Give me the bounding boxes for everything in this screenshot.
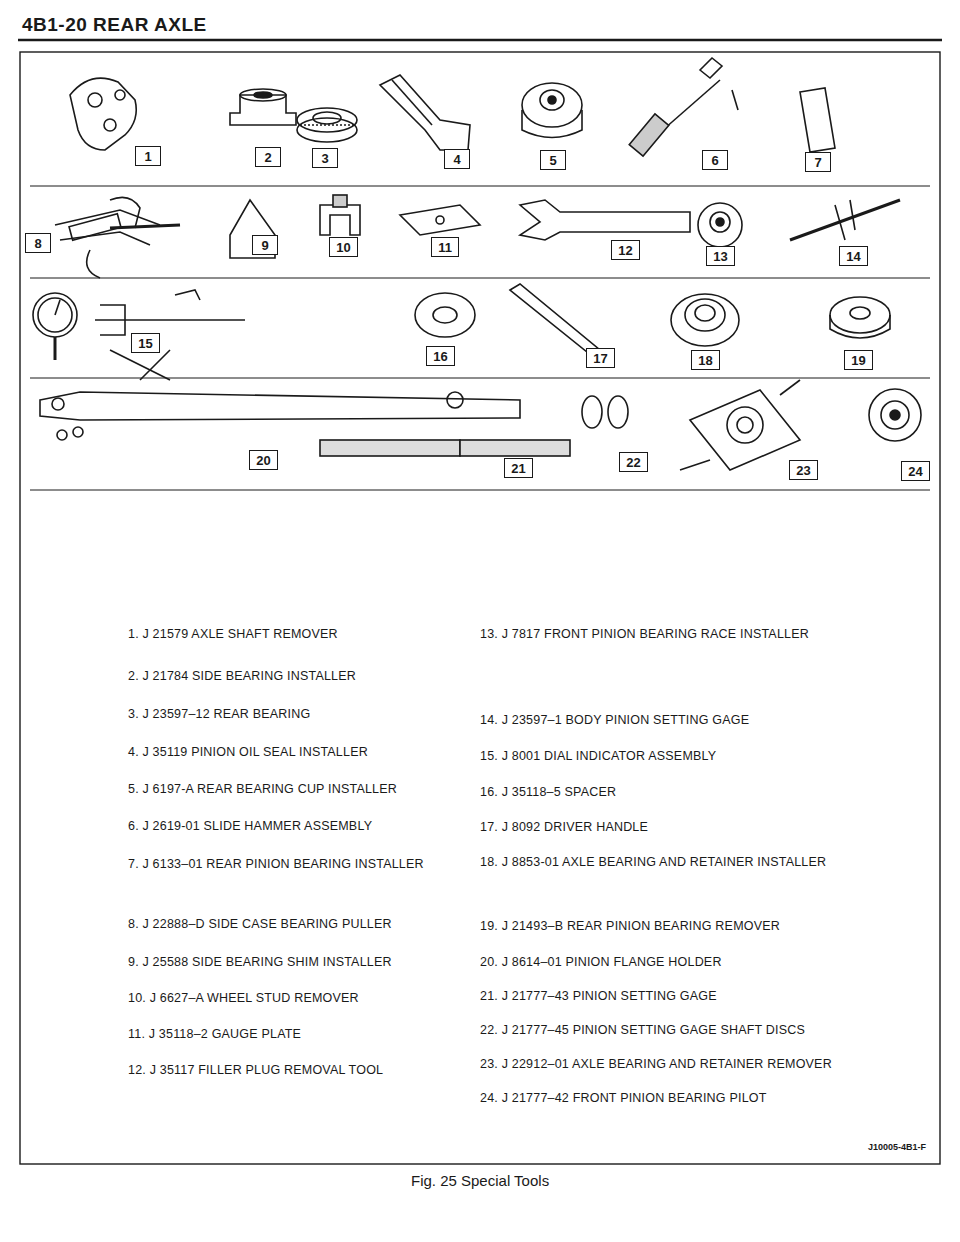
callout-number: 9 [258, 239, 271, 252]
callout-number: 23 [793, 464, 813, 477]
callout-box: 12 [611, 240, 640, 260]
callout-number: 14 [843, 250, 863, 263]
callout-box: 14 [839, 246, 868, 266]
callout-number: 15 [135, 337, 155, 350]
tool-list-item: 19. J 21493–B REAR PINION BEARING REMOVE… [480, 918, 924, 934]
tool-list-item: 22. J 21777–45 PINION SETTING GAGE SHAFT… [480, 1022, 924, 1038]
callout-number: 12 [615, 244, 635, 257]
callout-number: 5 [546, 154, 559, 167]
callout-number: 6 [708, 154, 721, 167]
callout-box: 15 [131, 333, 160, 353]
callout-number: 19 [848, 354, 868, 367]
callout-box: 11 [431, 237, 459, 257]
callout-box: 20 [249, 450, 278, 470]
tool-list-item: 18. J 8853-01 AXLE BEARING AND RETAINER … [480, 854, 884, 870]
callout-box: 18 [691, 350, 720, 370]
figure-caption: Fig. 25 Special Tools [411, 1172, 549, 1189]
callout-number: 2 [261, 151, 274, 164]
tool-list-item: 10. J 6627–A WHEEL STUD REMOVER [128, 990, 452, 1006]
callout-box: 22 [619, 452, 648, 472]
tool-list-item: 20. J 8614–01 PINION FLANGE HOLDER [480, 954, 924, 970]
callout-box: 7 [805, 152, 831, 172]
callout-box: 8 [25, 233, 51, 253]
callout-number: 10 [333, 241, 353, 254]
callout-number: 8 [31, 237, 44, 250]
tool-list-item: 1. J 21579 AXLE SHAFT REMOVER [128, 626, 452, 642]
tool-list-item: 23. J 22912–01 AXLE BEARING AND RETAINER… [480, 1056, 924, 1072]
callout-box: 6 [702, 150, 728, 170]
callout-box: 17 [586, 348, 615, 368]
tool-list-item: 16. J 35118–5 SPACER [480, 784, 924, 800]
callout-number: 13 [710, 250, 730, 263]
tool-list-item: 11. J 35118–2 GAUGE PLATE [128, 1026, 452, 1042]
callout-number: 22 [623, 456, 643, 469]
tool-list-item: 4. J 35119 PINION OIL SEAL INSTALLER [128, 744, 452, 760]
callout-box: 13 [706, 246, 735, 266]
callout-box: 9 [252, 235, 278, 255]
callout-number: 11 [435, 241, 455, 254]
callout-box: 1 [135, 146, 161, 166]
tool-list-item: 7. J 6133–01 REAR PINION BEARING INSTALL… [128, 856, 452, 872]
callout-box: 10 [329, 237, 358, 257]
callout-box: 2 [255, 147, 281, 167]
tool-list-item: 21. J 21777–43 PINION SETTING GAGE [480, 988, 924, 1004]
tool-list-item: 5. J 6197-A REAR BEARING CUP INSTALLER [128, 781, 452, 797]
callout-number: 1 [141, 150, 154, 163]
tool-list-item: 14. J 23597–1 BODY PINION SETTING GAGE [480, 712, 924, 728]
callout-number: 17 [590, 352, 610, 365]
callout-number: 20 [253, 454, 273, 467]
callout-box: 16 [426, 346, 455, 366]
tool-list-item: 12. J 35117 FILLER PLUG REMOVAL TOOL [128, 1062, 452, 1078]
callout-number: 21 [508, 462, 528, 475]
callout-number: 7 [811, 156, 824, 169]
callout-box: 21 [504, 458, 533, 478]
figure-code: J10005-4B1-F [868, 1142, 926, 1152]
callout-number: 4 [450, 153, 463, 166]
callout-box: 4 [444, 149, 470, 169]
callout-number: 24 [905, 465, 925, 478]
page-header: 4B1-20 REAR AXLE [22, 14, 207, 36]
callout-box: 23 [789, 460, 818, 480]
tool-list-item: 24. J 21777–42 FRONT PINION BEARING PILO… [480, 1090, 924, 1106]
tool-list-item: 13. J 7817 FRONT PINION BEARING RACE INS… [480, 626, 884, 642]
callout-number: 16 [430, 350, 450, 363]
callout-box: 19 [844, 350, 873, 370]
callout-number: 18 [695, 354, 715, 367]
tool-list-item: 17. J 8092 DRIVER HANDLE [480, 819, 924, 835]
tool-list-item: 3. J 23597–12 REAR BEARING [128, 706, 452, 722]
callout-box: 5 [540, 150, 566, 170]
tool-list-item: 15. J 8001 DIAL INDICATOR ASSEMBLY [480, 748, 924, 764]
callout-box: 24 [901, 461, 930, 481]
tool-list-item: 9. J 25588 SIDE BEARING SHIM INSTALLER [128, 954, 452, 970]
callout-number: 3 [318, 152, 331, 165]
tool-list-item: 8. J 22888–D SIDE CASE BEARING PULLER [128, 916, 452, 932]
callout-box: 3 [312, 148, 338, 168]
tool-list-item: 2. J 21784 SIDE BEARING INSTALLER [128, 668, 452, 684]
tool-list-item: 6. J 2619-01 SLIDE HAMMER ASSEMBLY [128, 818, 452, 834]
